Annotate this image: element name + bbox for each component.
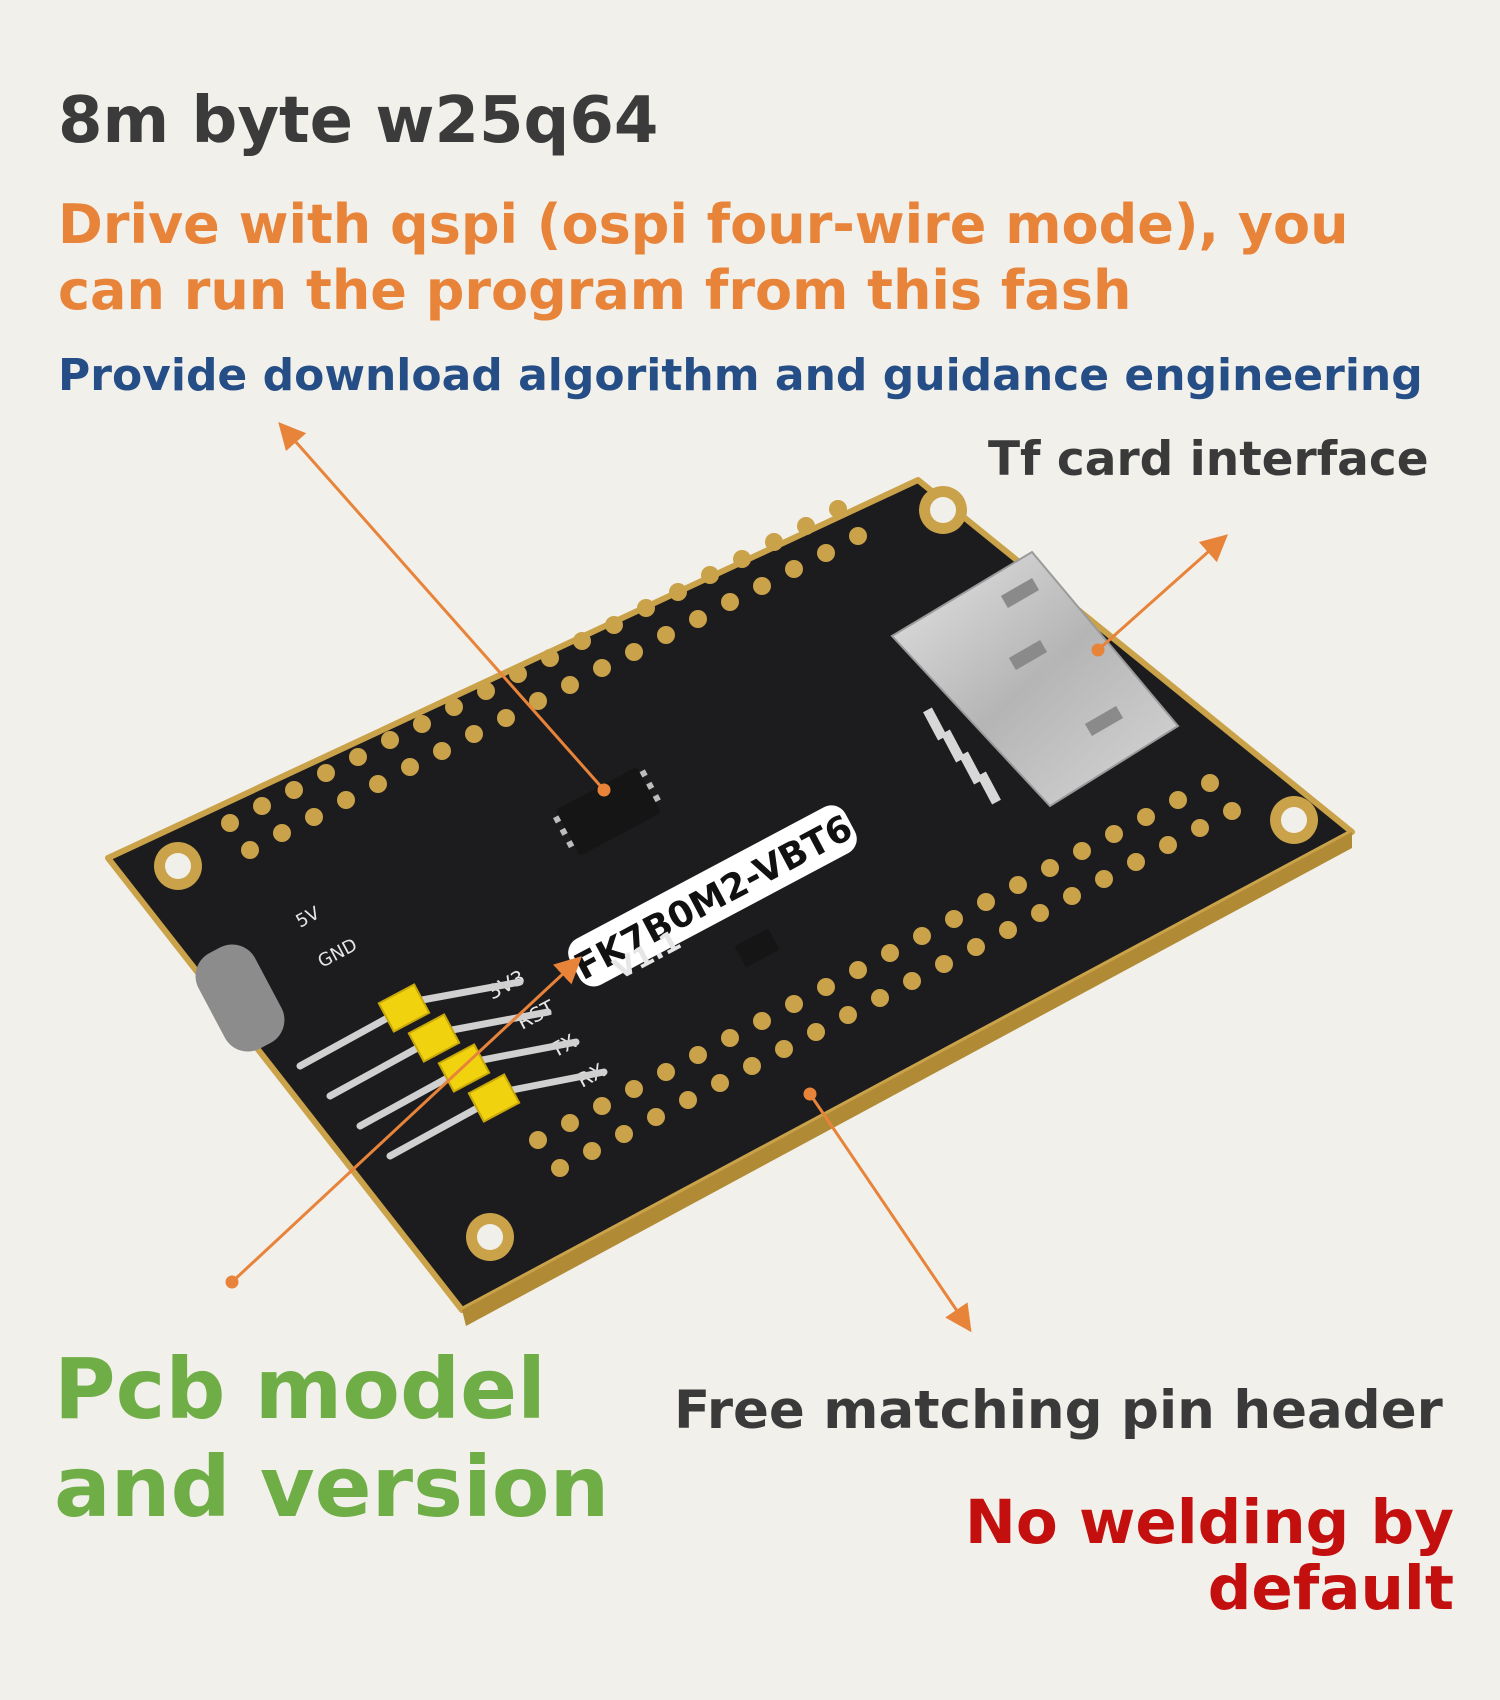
pin-header-caption: Free matching pin header xyxy=(674,1380,1443,1441)
pcb-model-caption: Pcb model and version xyxy=(54,1340,610,1536)
flash-drive-description: Drive with qspi (ospi four-wire mode), y… xyxy=(58,193,1349,322)
transistor xyxy=(734,928,780,968)
tf-card-caption: Tf card interface xyxy=(988,432,1429,487)
flash-chip-arrow xyxy=(278,421,606,791)
flash-chip xyxy=(553,767,661,855)
no-welding-notice: No welding by default xyxy=(964,1487,1454,1624)
bottom-pin-pads xyxy=(529,774,1241,1177)
model-label-arrow xyxy=(230,956,582,1284)
tf-card-slot xyxy=(890,550,1180,808)
flash-capacity-title: 8m byte w25q64 xyxy=(58,84,659,158)
pcb-board: FK7B0M2-VBT6 V1.1 3V3 RST TX RX 5V GND xyxy=(105,477,1355,1326)
callout-arrows xyxy=(225,421,1229,1333)
tf-card-arrow xyxy=(1097,534,1229,652)
usb-c-port xyxy=(195,944,285,1052)
top-pin-pads xyxy=(221,500,867,859)
download-algorithm-note: Provide download algorithm and guidance … xyxy=(58,350,1423,401)
pin-header-arrow xyxy=(808,1093,972,1333)
